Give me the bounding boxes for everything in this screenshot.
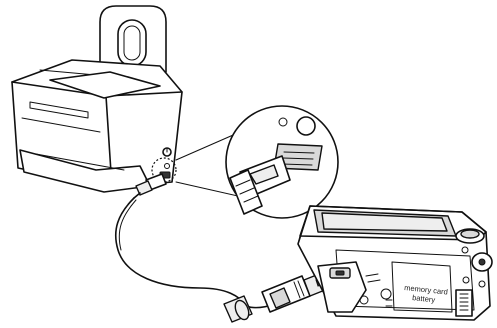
magnified-led-icon: [297, 117, 315, 135]
camera: memory card battery: [298, 206, 492, 320]
printer: [12, 6, 182, 198]
battery-latch: [456, 290, 472, 316]
printer-body: [12, 60, 182, 192]
port-magnifier: [176, 106, 338, 218]
ferrite-core: [224, 296, 252, 322]
